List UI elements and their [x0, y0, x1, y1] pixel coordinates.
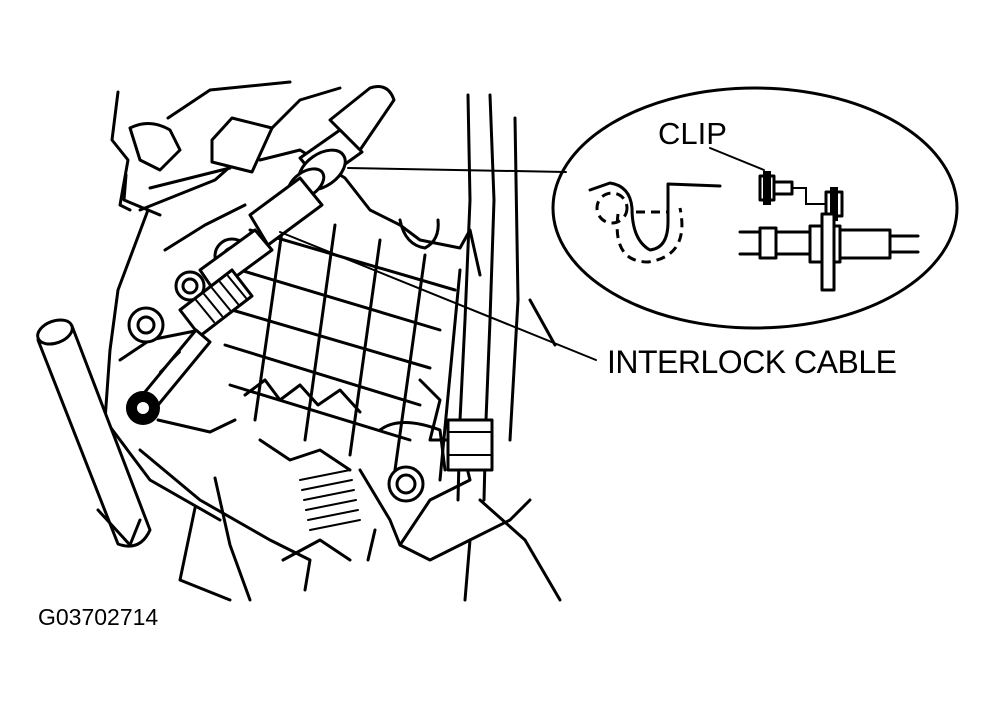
clip-position-dashed: [595, 191, 629, 225]
detail-ellipse: [551, 86, 959, 330]
inset-cable: [738, 212, 920, 292]
clip-label: CLIP: [658, 116, 727, 151]
interlock-cable-label: INTERLOCK CABLE: [607, 344, 897, 380]
interlock-cable: [126, 85, 396, 434]
clip-detail-inset: [551, 86, 959, 330]
figure-id: G03702714: [38, 604, 159, 630]
shift-lever: [36, 318, 152, 548]
cable-adjuster: [178, 268, 254, 338]
clip-icon: [758, 171, 844, 221]
callout-leaders: [279, 147, 765, 361]
shading-hatch: [299, 469, 361, 531]
